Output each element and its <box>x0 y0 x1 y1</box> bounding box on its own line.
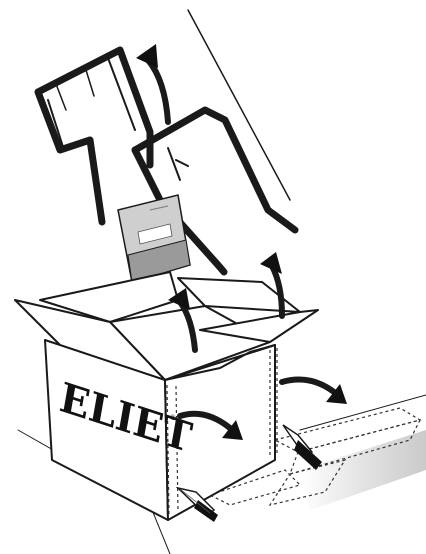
floor-shadow <box>300 430 426 510</box>
operator-manual <box>118 195 190 282</box>
upper-handle <box>38 50 150 222</box>
side-panel-arrow <box>282 380 347 404</box>
loose-rod <box>188 10 290 200</box>
